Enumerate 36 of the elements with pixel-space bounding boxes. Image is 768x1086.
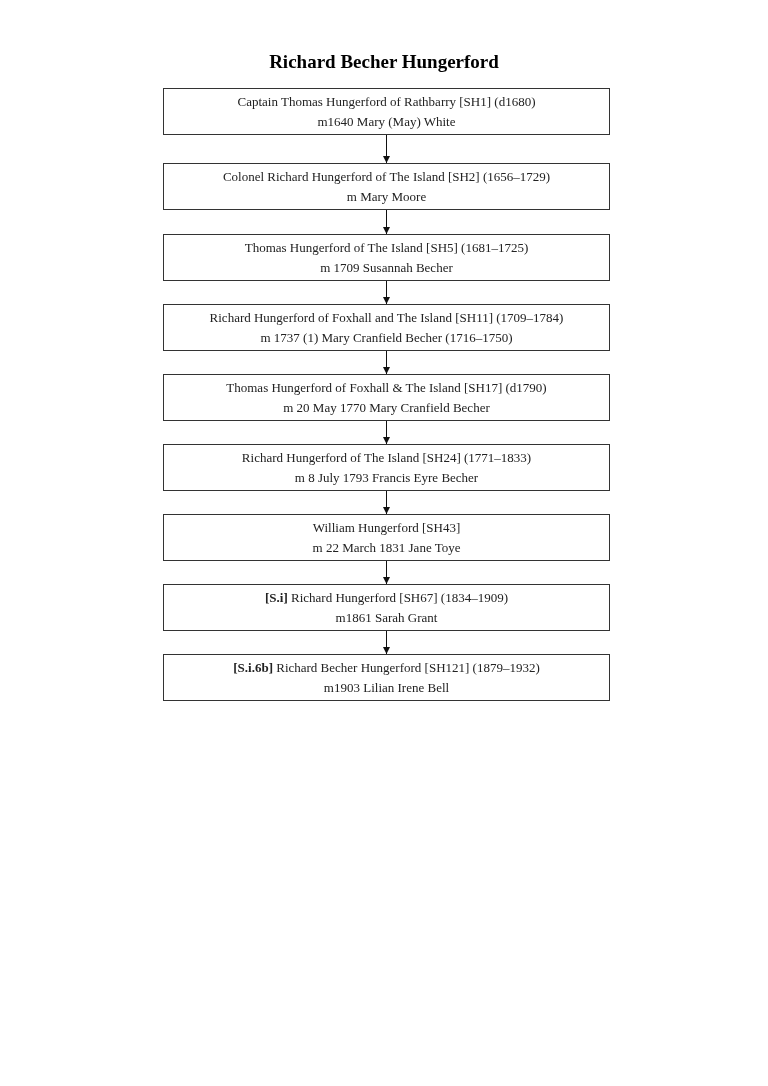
- person-text: Colonel Richard Hungerford of The Island [SH2] (1656–1729): [222, 167, 551, 186]
- person-box: [163, 654, 610, 701]
- arrow: [383, 280, 390, 305]
- person-box: [163, 514, 610, 561]
- person-text: m 1737 (1) Mary Cranfield Becher (1716–1750): [260, 328, 513, 347]
- person-box: [163, 374, 610, 421]
- arrow: [383, 134, 390, 164]
- person-box: [163, 234, 610, 281]
- person-text: [S.i] Richard Hungerford [SH67] (1834–1909): [265, 588, 508, 607]
- person-box: [163, 584, 610, 631]
- person-box: [163, 88, 610, 135]
- arrow: [383, 560, 390, 585]
- person-text: Thomas Hungerford of The Island [SH5] (1681–1725): [244, 238, 529, 257]
- person-text: Captain Thomas Hungerford of Rathbarry [SH1] (d1680): [237, 92, 536, 111]
- diagram-title: Richard Becher Hungerford: [268, 50, 500, 74]
- person-text: m1903 Lilian Irene Bell: [323, 678, 450, 697]
- person-box: [163, 444, 610, 491]
- person-text: William Hungerford [SH43]: [312, 518, 461, 537]
- person-text: m 20 May 1770 Mary Cranfield Becher: [283, 398, 490, 417]
- arrow: [383, 350, 390, 375]
- person-box: [163, 304, 610, 351]
- arrow: [383, 630, 390, 655]
- person-box: [163, 163, 610, 210]
- person-text: Richard Hungerford of The Island [SH24] (1771–1833): [241, 448, 532, 467]
- person-text: m1640 Mary (May) White: [317, 112, 456, 131]
- person-text: m 22 March 1831 Jane Toye: [312, 538, 461, 557]
- person-text: [S.i.6b] Richard Becher Hungerford [SH121] (1879–1932): [233, 658, 540, 677]
- person-text: m1861 Sarah Grant: [335, 608, 438, 627]
- arrow: [383, 490, 390, 515]
- person-text: m 8 July 1793 Francis Eyre Becher: [294, 468, 479, 487]
- arrow: [383, 420, 390, 445]
- person-text: Richard Hungerford of Foxhall and The Island [SH11] (1709–1784): [209, 308, 564, 327]
- person-text: m Mary Moore: [346, 187, 427, 206]
- person-text: Thomas Hungerford of Foxhall & The Island [SH17] (d1790): [226, 378, 547, 397]
- person-text: m 1709 Susannah Becher: [320, 258, 453, 277]
- arrow: [383, 209, 390, 235]
